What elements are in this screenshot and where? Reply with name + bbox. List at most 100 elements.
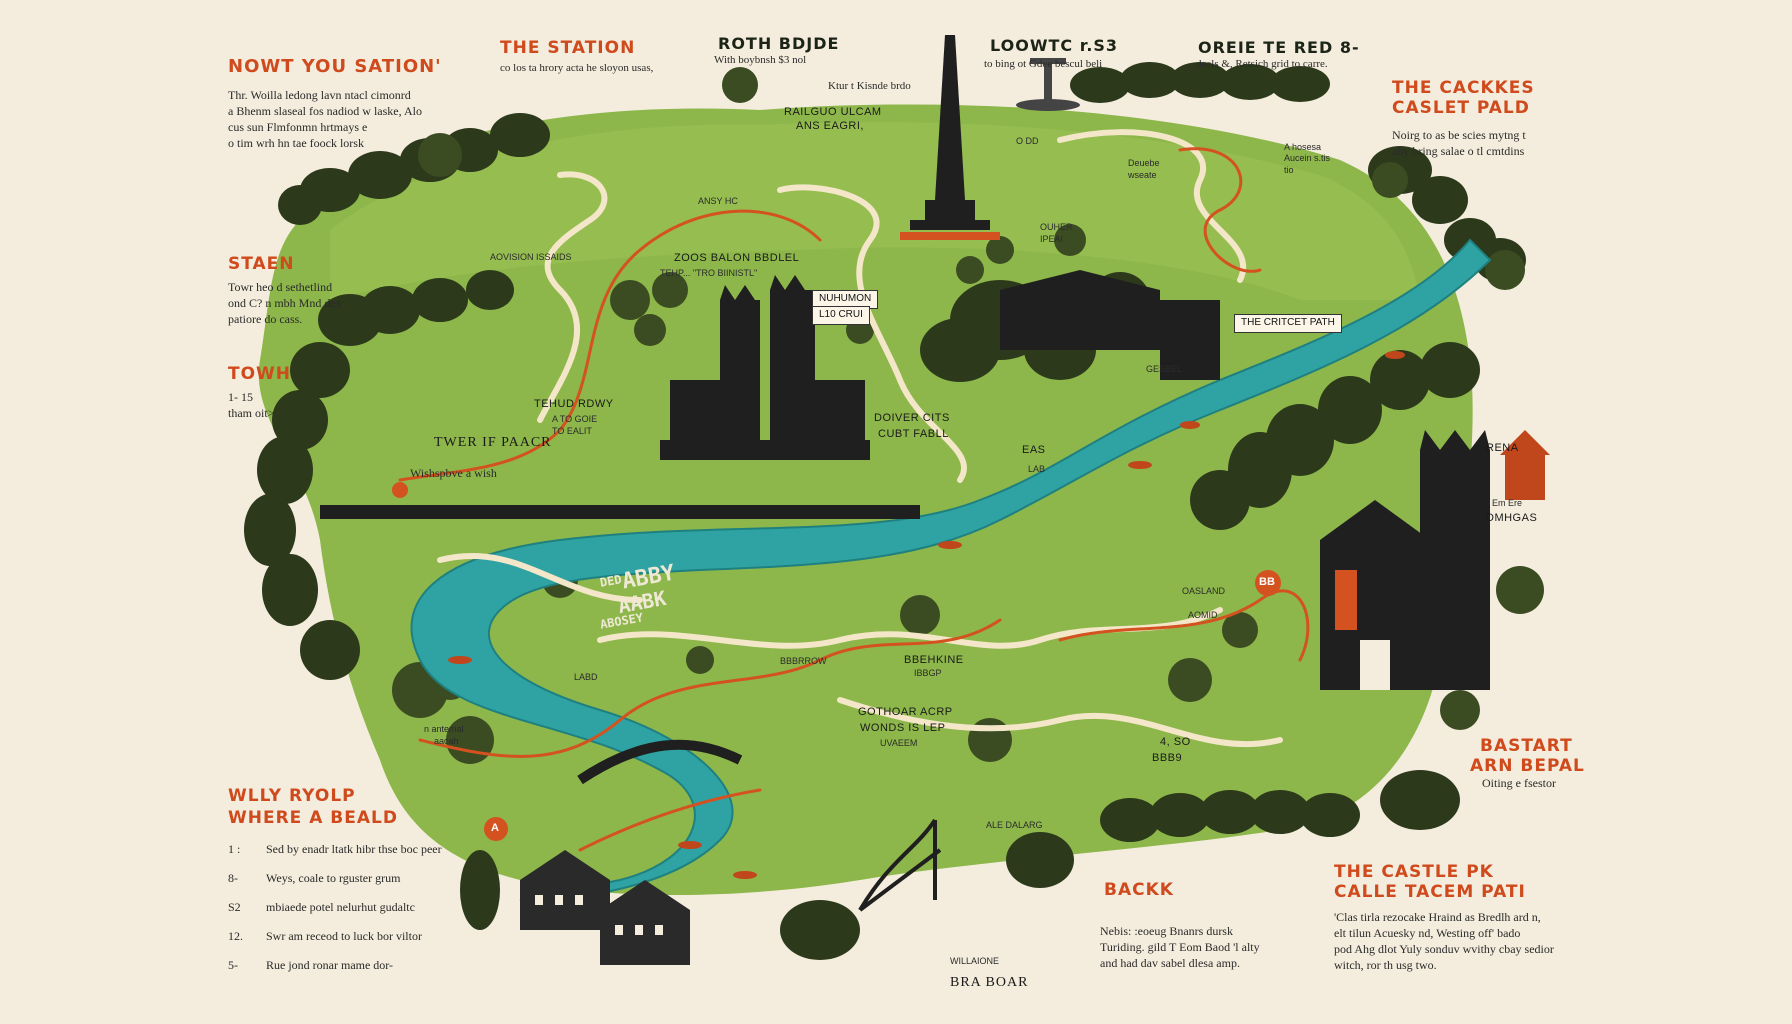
hall-building bbox=[1000, 270, 1220, 380]
antemal-label-2: aacah bbox=[434, 736, 459, 746]
towh-text-1: 1- 15 bbox=[228, 390, 253, 404]
gothoar-label-3: UVAEEM bbox=[880, 738, 918, 748]
dcuble-label-1: Deuebe bbox=[1128, 158, 1160, 168]
dcuble-label-2: wseate bbox=[1128, 170, 1157, 180]
lab-label: LAB bbox=[1028, 464, 1046, 474]
bridge-heading: ROTH BDJDE bbox=[718, 34, 840, 53]
bastart-heading-2: ARN BEPAL bbox=[1470, 756, 1585, 776]
ladd-label: LABD bbox=[574, 672, 598, 682]
legend-num: S2 bbox=[228, 900, 241, 914]
station-text: co los ta hrory acta he sloyon usas, bbox=[500, 62, 654, 74]
staen-text-1: Towr heo d sethetlind bbox=[228, 280, 333, 294]
walking-routes bbox=[398, 147, 1310, 852]
zoos-label-2: TEHP... "TRO BIINISTL" bbox=[660, 268, 758, 278]
legend-item: 1 : Sed by enadr ltatk hibr thse boc peer bbox=[228, 842, 442, 857]
legend-list: 1 : Sed by enadr ltatk hibr thse boc peer… bbox=[228, 842, 442, 987]
rena-text-1: Em Ere bbox=[1492, 498, 1523, 508]
a-note-label: A hosesa Aucein s.tis tio bbox=[1284, 142, 1331, 175]
staen-text-2: ond C? n mbh Mnd dex bbox=[228, 296, 342, 310]
legend-text: Sed by enadr ltatk hibr thse boc peer bbox=[266, 842, 442, 856]
antemal-label-1: n antemal bbox=[424, 724, 464, 734]
legend-item: S2 mbiaede potel nelurhut gudaltc bbox=[228, 900, 442, 915]
legend-item: 8-Weys, coale to rguster grum bbox=[228, 871, 442, 886]
station-heading: THE STATION bbox=[500, 38, 636, 58]
staen-text-3: patiore do cass. bbox=[228, 312, 303, 326]
tree-row-left bbox=[244, 113, 550, 680]
wlly-heading-1: WLLY RYOLP bbox=[228, 786, 356, 806]
castle-text-1: 'Clas tirla rezocake Hraind as Bredlh ar… bbox=[1334, 910, 1541, 924]
red-church bbox=[1500, 430, 1550, 500]
legend-item: 12.Swr am receod to luck bor viltor bbox=[228, 929, 442, 944]
monument bbox=[1016, 58, 1080, 111]
bastart-heading-1: BASTART bbox=[1480, 736, 1573, 756]
gothoar-label-1: GOTHOAR ACRP bbox=[858, 706, 953, 718]
back-heading: BACKK bbox=[1104, 880, 1174, 900]
rena-text-2: DMHGAS bbox=[1486, 512, 1538, 524]
zoos-label-1: ZOOS BALON BBDLEL bbox=[674, 252, 800, 264]
right-top-text: deels &, Retsich grid to carre. bbox=[1196, 58, 1328, 70]
top-left-text-1: Thr. Woilla ledong lavn ntacl cimonrd bbox=[228, 88, 411, 102]
gesbel-label: GESBEL bbox=[1146, 364, 1183, 374]
marker-bb-label: BB bbox=[1259, 576, 1275, 588]
gothoar-label-2: WONDS IS LEP bbox=[860, 722, 946, 734]
top-left-text-4: o tim wrh hn tae foock lorsk bbox=[228, 136, 364, 150]
top-left-heading: NOWT YOU SATION' bbox=[228, 56, 442, 77]
castle-text-3: pod Ahg dlot Yuly sonduv wvithy cbay sed… bbox=[1334, 942, 1554, 956]
legend-item: 5- Rue jond ronar mame dor- bbox=[228, 958, 442, 973]
bbehkine-label-2: IBBGP bbox=[914, 668, 942, 678]
bridge-text: With boybnsh $3 nol bbox=[714, 54, 807, 66]
numman-sign-2: L10 CRUI bbox=[812, 306, 870, 325]
castle-heading-2: CALLE TACEM PATI bbox=[1334, 882, 1526, 902]
staen-heading: STAEN bbox=[228, 254, 295, 274]
ansy-label: ANSY HC bbox=[698, 196, 738, 206]
location-markers bbox=[392, 482, 1281, 841]
rena-heading: RENA bbox=[1486, 442, 1519, 454]
railway-label-1: RAILGUO ULCAM bbox=[784, 106, 882, 118]
bbehkine-label-1: BBEHKINE bbox=[904, 654, 964, 666]
ouher-label-1: OUHER bbox=[1040, 222, 1073, 232]
back-text-3: and had dav sabel dlesa amp. bbox=[1100, 956, 1240, 970]
tehud-label-1: TEHUD RDWY bbox=[534, 398, 614, 410]
lower-bridge bbox=[577, 739, 743, 785]
back-text-2: Turiding. gild T Eom Baod 'l alty bbox=[1100, 940, 1260, 954]
tehud-label-3: TO EALIT bbox=[552, 426, 592, 436]
soand-label-1: OASLAND bbox=[1182, 586, 1226, 596]
eas-label: EAS bbox=[1022, 444, 1046, 456]
wlly-heading-2: WHERE A BEALD bbox=[228, 808, 398, 828]
bra-boar-label: BRA BOAR bbox=[950, 975, 1029, 990]
obelisk-text: Ktur t Kisnde brdo bbox=[828, 80, 911, 92]
cackkes-heading-2: CASLET PALD bbox=[1392, 98, 1530, 118]
aadsed-label: ALE DALARG bbox=[986, 820, 1043, 830]
aovision-label: AOVISION ISSAIDS bbox=[490, 252, 572, 262]
bottom-trees bbox=[460, 832, 1074, 960]
back-text-1: Nebis: :eoeug Bnanrs dursk bbox=[1100, 924, 1233, 938]
lookout-heading: LOOWTC r.S3 bbox=[990, 36, 1119, 55]
twer-paacr-label: TWER IF PAACR bbox=[434, 435, 552, 450]
right-cathedral bbox=[1320, 430, 1490, 690]
railway-label-2: ANS EAGRI, bbox=[796, 120, 864, 132]
legend-num: 12. bbox=[228, 929, 243, 943]
towh-text-2: tham oit> bbox=[228, 406, 275, 420]
numbers-label-1: 4, SO bbox=[1160, 736, 1191, 748]
dower-label-2: CUBT FABLL bbox=[878, 428, 949, 440]
cackkes-text-2: aby bring salae o tl cmtdins bbox=[1392, 144, 1525, 158]
dower-label-1: DOIVER CITS bbox=[874, 412, 950, 424]
castle-text-4: witch, ror th usg two. bbox=[1334, 958, 1437, 972]
viaduct bbox=[320, 505, 920, 519]
suspension-bridge bbox=[858, 818, 942, 912]
castle-text-2: elt tilun Acuesky nd, Westing off' bado bbox=[1334, 926, 1521, 940]
castle-heading-1: THE CASTLE PK bbox=[1334, 862, 1494, 882]
bastart-text: Oiting e fsestor bbox=[1482, 776, 1556, 790]
legend-num: 5- bbox=[228, 958, 238, 972]
towh-heading: TOWH bbox=[228, 364, 292, 384]
bbarrow-label: BBBRROW bbox=[780, 656, 827, 666]
cricket-path-sign: THE CRITCET PATH bbox=[1234, 314, 1342, 333]
legend-text: Weys, coale to rguster grum bbox=[266, 871, 401, 885]
numbers-label-2: BBB9 bbox=[1152, 752, 1183, 764]
cackkes-text-1: Noirg to as be scies mytng t bbox=[1392, 128, 1526, 142]
legend-text: Rue jond ronar mame dor- bbox=[266, 958, 394, 972]
legend-num: 1 : bbox=[228, 842, 241, 856]
legend-text: mbiaede potel nelurhut gudaltc bbox=[266, 900, 415, 914]
wish-label: Wishspbve a wish bbox=[410, 466, 497, 480]
